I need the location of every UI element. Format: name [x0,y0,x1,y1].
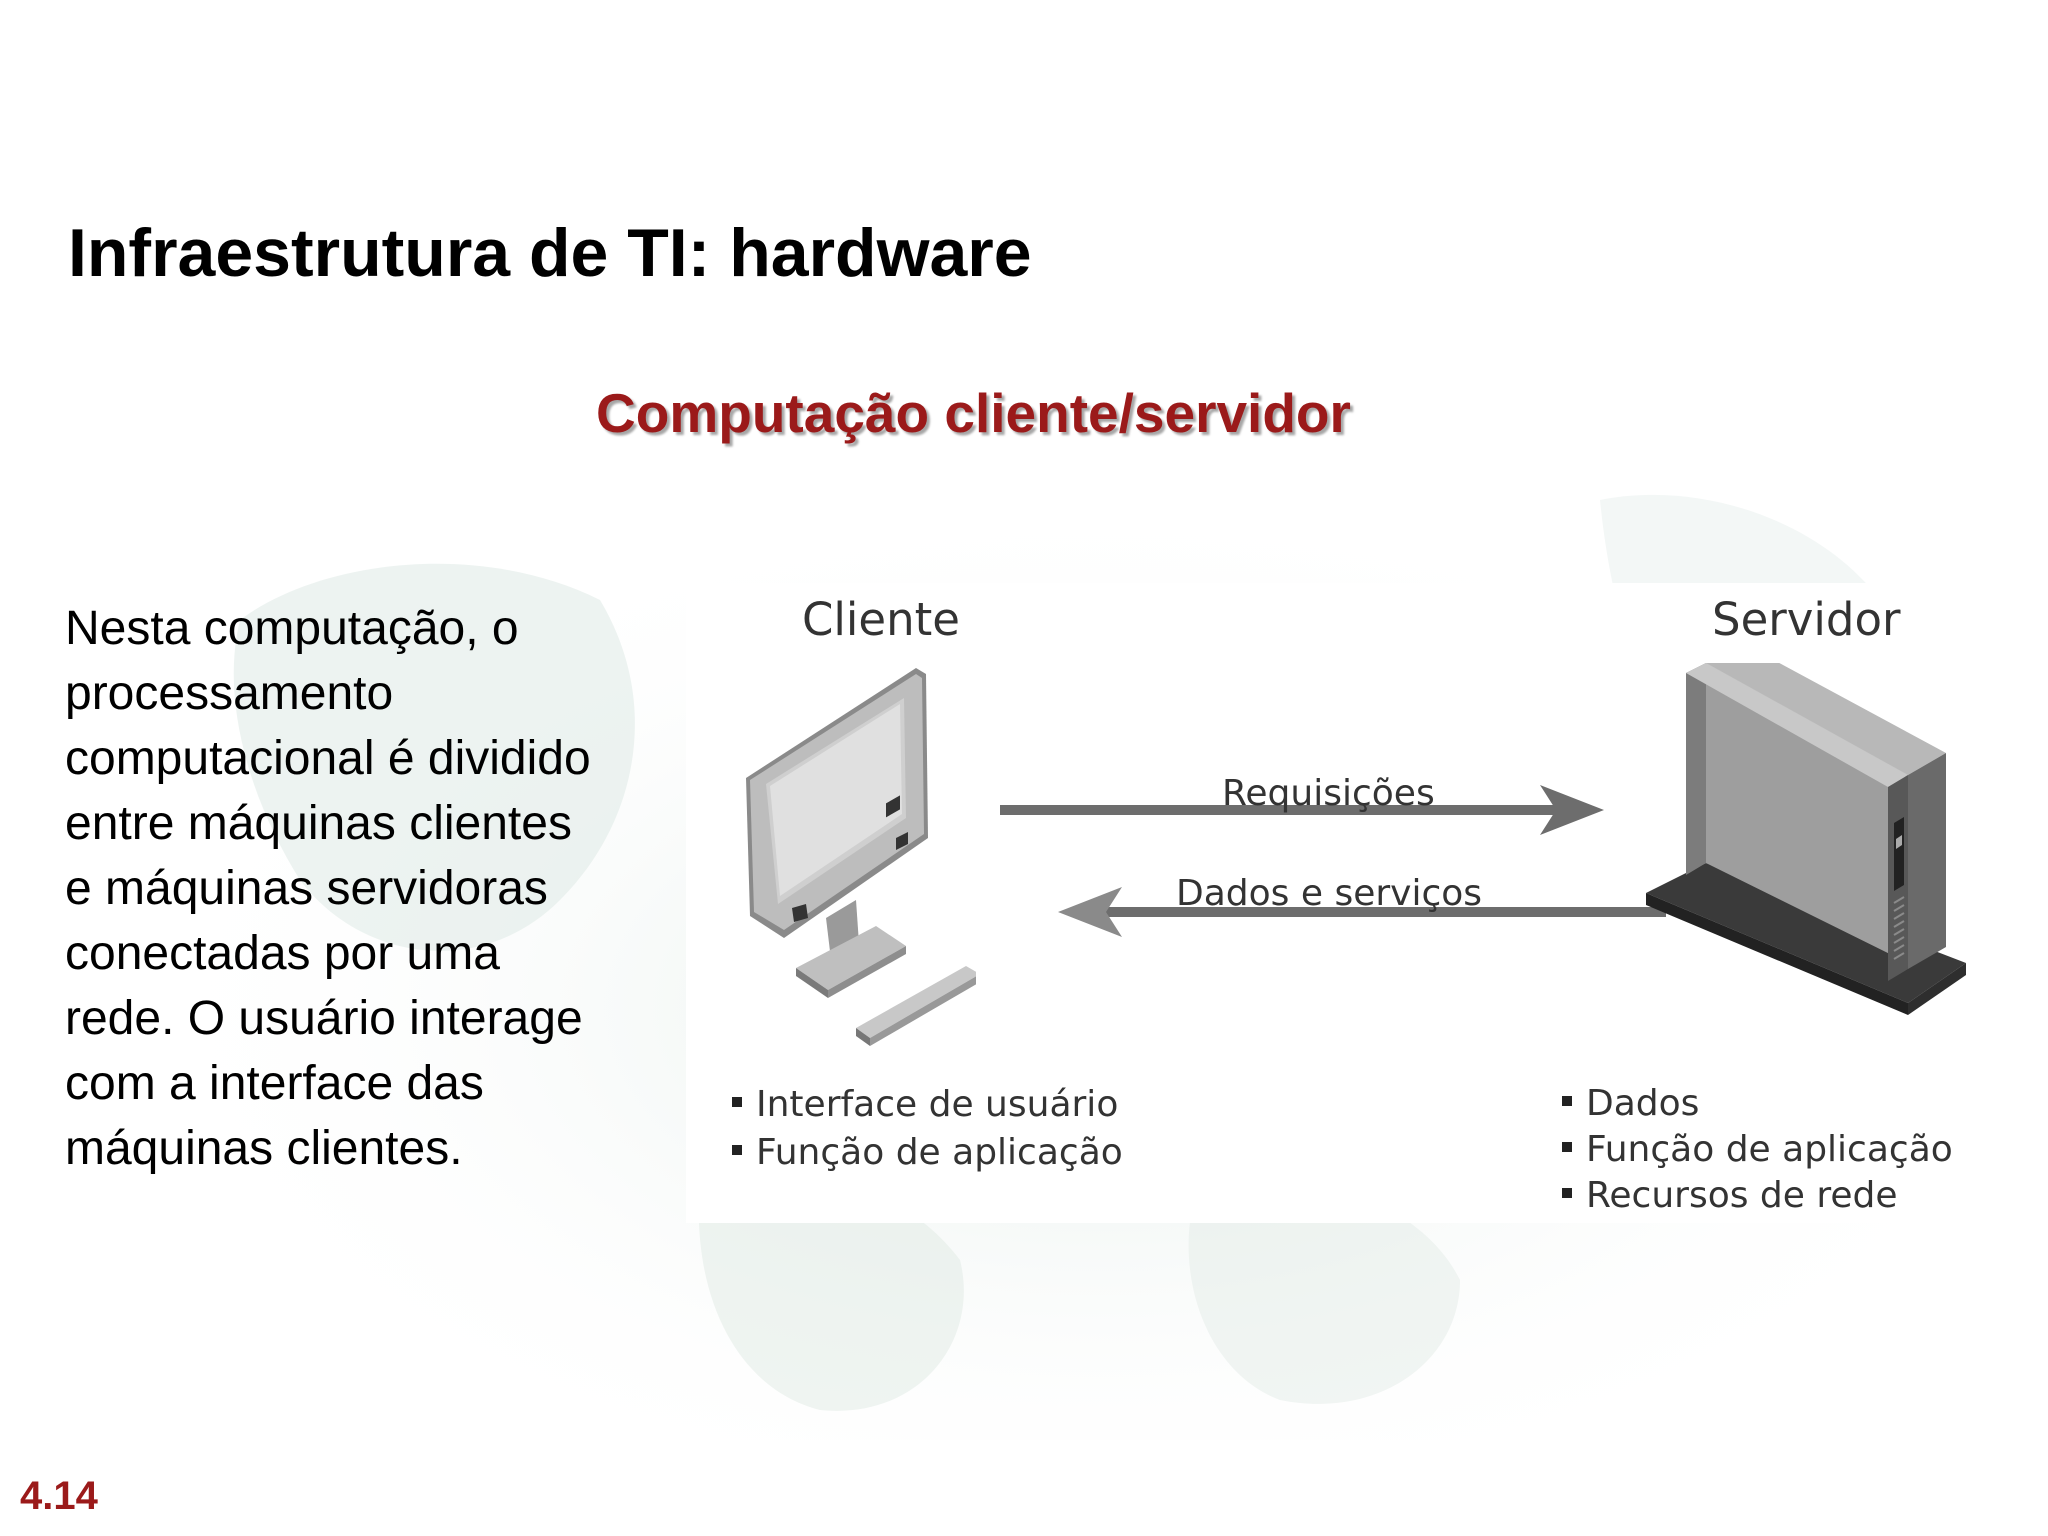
body-line: entre máquinas clientes [65,797,572,850]
client-label: Cliente [802,593,960,646]
body-paragraph: Nesta computação, o processamento comput… [65,596,685,1181]
body-line: processamento [65,667,394,720]
server-tower-icon [1646,663,1966,1015]
server-feature-item: Recursos de rede [1562,1173,1953,1219]
computer-monitor-icon [746,668,976,1046]
body-line: rede. O usuário interage [65,992,583,1045]
body-line: conectadas por uma [65,927,500,980]
slide-title: Infraestrutura de TI: hardware [68,215,1032,291]
slide-subtitle: Computação cliente/servidor [596,382,1351,444]
body-line: com a interface das [65,1057,484,1110]
server-feature-item: Dados [1562,1081,1953,1127]
client-feature-item: Função de aplicação [732,1129,1123,1177]
server-feature-item: Função de aplicação [1562,1127,1953,1173]
body-line: Nesta computação, o [65,602,519,655]
client-feature-item: Interface de usuário [732,1081,1123,1129]
client-features-list: Interface de usuário Função de aplicação [732,1081,1123,1177]
arrow-left-icon [1058,887,1666,937]
slide-number: 4.14 [20,1474,98,1518]
client-server-diagram: Cliente Servidor Requisições [686,583,2006,1223]
body-line: computacional é dividido [65,732,591,785]
arrow-right-icon [1000,785,1604,835]
body-line: e máquinas servidoras [65,862,548,915]
server-label: Servidor [1712,593,1901,646]
body-line: máquinas clientes. [65,1122,463,1175]
requests-label: Requisições [1222,773,1435,814]
responses-label: Dados e serviços [1176,873,1483,914]
server-features-list: Dados Função de aplicação Recursos de re… [1562,1081,1953,1219]
